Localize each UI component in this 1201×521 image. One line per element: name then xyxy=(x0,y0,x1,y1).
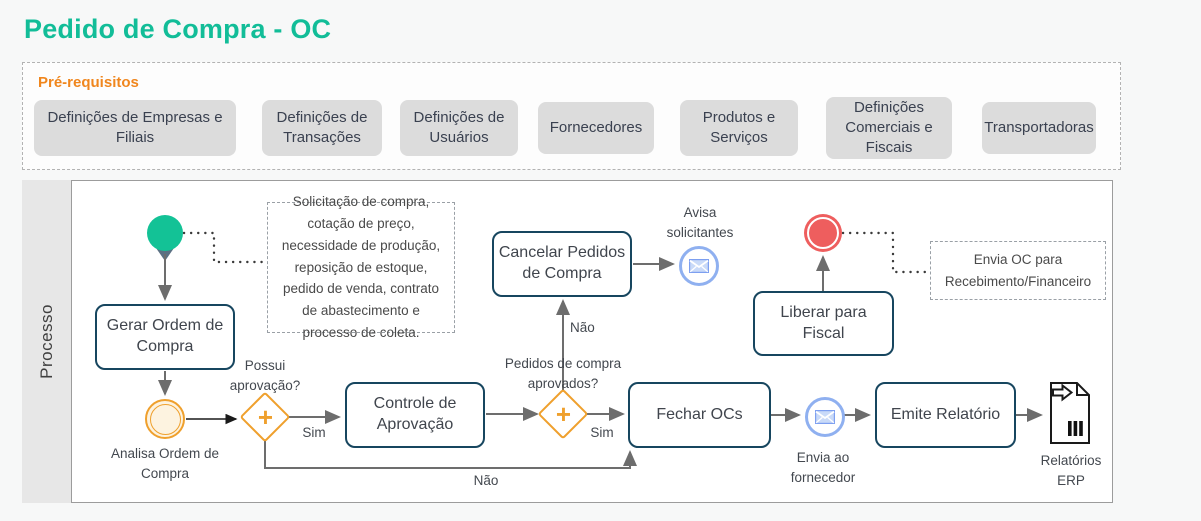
task-liberar-para-fiscal[interactable]: Liberar para Fiscal xyxy=(753,291,894,356)
analisa-inner-ring xyxy=(149,403,181,435)
prereq-item-transportadoras[interactable]: Transportadoras xyxy=(982,102,1096,154)
label-relatorios-erp: Relatórios ERP xyxy=(1040,453,1102,489)
process-lane-header: Processo xyxy=(22,180,71,503)
label-nao-bottom: Não xyxy=(473,473,499,488)
page-title: Pedido de Compra - OC xyxy=(24,14,332,44)
label-sim-1: Sim xyxy=(302,425,326,440)
annotation-inicio: Solicitação de compra, cotação de preço,… xyxy=(267,194,455,340)
prereq-item-comerciais-fiscais[interactable]: Definições Comerciais e Fiscais xyxy=(826,97,952,159)
label-nao-up: Não xyxy=(570,320,595,335)
prereq-item-empresas-filiais[interactable]: Definições de Empresas e Filiais xyxy=(34,100,236,156)
prereq-item-fornecedores[interactable]: Fornecedores xyxy=(538,102,654,154)
task-cancelar-pedidos-de-compra[interactable]: Cancelar Pedidos de Compra xyxy=(492,231,632,297)
task-controle-de-aprovacao[interactable]: Controle de Aprovação xyxy=(345,382,485,448)
document-report-icon xyxy=(1046,381,1092,450)
task-emite-relatorio[interactable]: Emite Relatório xyxy=(875,382,1016,448)
message-event-envia-fornecedor xyxy=(805,397,845,437)
label-pedidos-aprovados: Pedidos de compra aprovados? xyxy=(504,356,622,392)
start-event-icon xyxy=(147,215,183,251)
task-gerar-ordem-de-compra[interactable]: Gerar Ordem de Compra xyxy=(95,304,235,370)
label-analisa-ordem: Analisa Ordem de Compra xyxy=(110,446,220,482)
envelope-icon xyxy=(815,410,835,424)
analisa-intermediate-event-icon xyxy=(145,399,185,439)
task-fechar-ocs[interactable]: Fechar OCs xyxy=(628,382,771,448)
end-event-icon xyxy=(804,214,842,252)
end-event-ring xyxy=(807,217,839,249)
prerequisites-heading: Pré-requisitos xyxy=(38,74,139,91)
label-sim-2: Sim xyxy=(590,425,614,440)
process-lane-label: Processo xyxy=(36,304,56,379)
prereq-item-usuarios[interactable]: Definições de Usuários xyxy=(400,100,518,156)
message-event-avisa-solicitantes xyxy=(679,246,719,286)
prereq-item-transacoes[interactable]: Definições de Transações xyxy=(262,100,382,156)
prereq-item-produtos-servicos[interactable]: Produtos e Serviços xyxy=(680,100,798,156)
label-envia-fornecedor: Envia ao fornecedor xyxy=(790,450,856,486)
label-possui-aprovacao: Possui aprovação? xyxy=(229,358,301,394)
label-avisa-solicitantes: Avisa solicitantes xyxy=(666,205,734,241)
envelope-icon xyxy=(689,259,709,273)
annotation-fim: Envia OC para Recebimento/Financeiro xyxy=(930,241,1106,300)
